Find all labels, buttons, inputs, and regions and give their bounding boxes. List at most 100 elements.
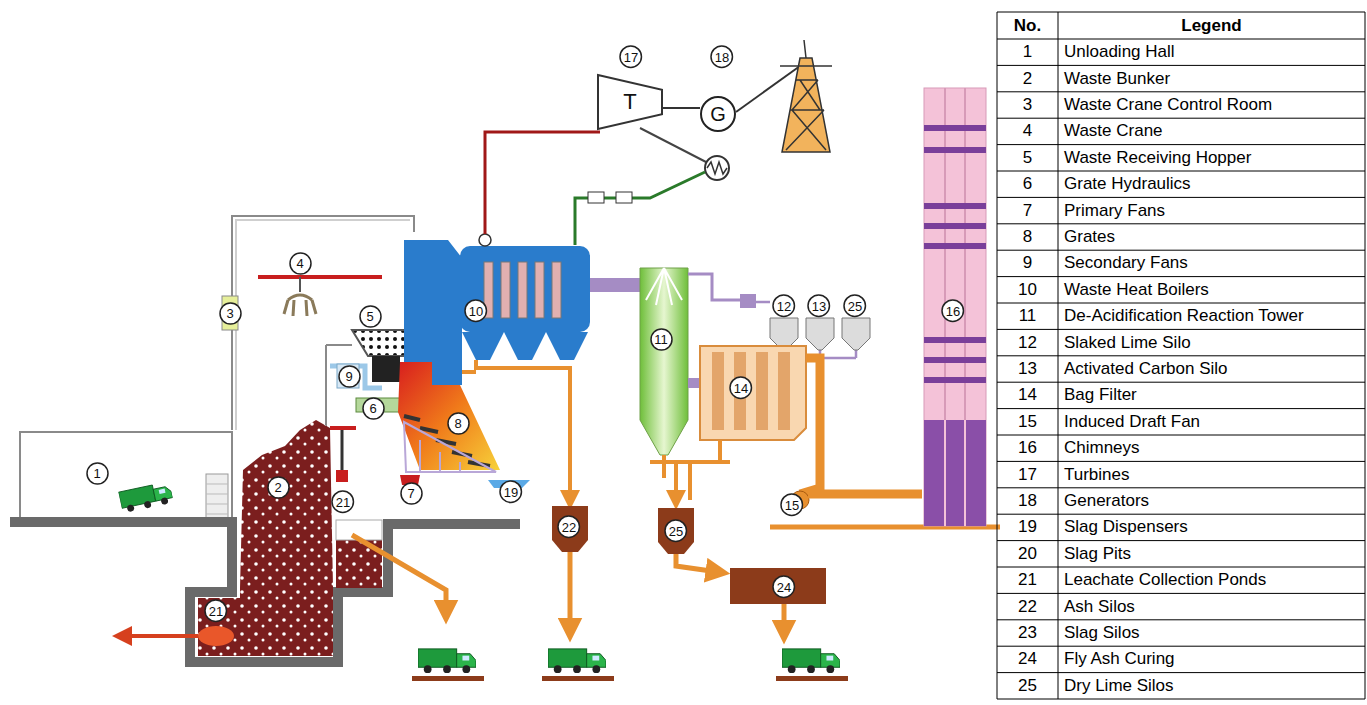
table-rule — [997, 250, 1365, 251]
table-text: Generators — [1059, 488, 1364, 514]
table-rule — [997, 197, 1365, 198]
callout-circle — [620, 46, 641, 67]
steam-cycle — [588, 192, 604, 203]
steam-cycle — [485, 132, 600, 234]
callout-number: 16 — [941, 299, 964, 322]
table-number: 17 — [998, 461, 1057, 487]
steam-cycle — [705, 156, 729, 180]
table-rule — [997, 171, 1365, 172]
callout-number: 8 — [447, 412, 470, 435]
generator-outline — [701, 97, 735, 131]
callout-circle — [465, 300, 486, 321]
flue-gas-treatment — [640, 268, 688, 455]
table-rule — [997, 435, 1365, 436]
table-number: 23 — [998, 620, 1057, 646]
ash-handling — [552, 506, 826, 632]
table-rule — [997, 144, 1365, 145]
turbine-outline — [598, 75, 662, 129]
hopper-and-furnace — [330, 330, 530, 612]
callout-circle — [87, 463, 108, 484]
table-number: 1 — [998, 39, 1057, 65]
node-text: G — [710, 104, 726, 124]
trucks — [776, 676, 848, 681]
waste-heat-boiler — [476, 360, 570, 500]
table-text: Grate Hydraulics — [1059, 171, 1364, 197]
node-text: 13 — [812, 300, 826, 313]
table-rule — [997, 65, 1365, 66]
chimney — [924, 420, 986, 526]
callout-number: 6 — [362, 397, 385, 420]
callout-number: 14 — [729, 376, 752, 399]
table-number: 25 — [998, 673, 1057, 699]
callout-number: 11 — [650, 328, 673, 351]
callout-circle — [942, 300, 963, 321]
node-text: 1 — [93, 467, 100, 480]
callout-circle — [205, 600, 226, 621]
table-text: Induced Draft Fan — [1059, 409, 1364, 435]
table-number: 13 — [998, 356, 1057, 382]
table-text: Bag Filter — [1059, 382, 1364, 408]
waste-heat-boiler — [501, 262, 510, 318]
hopper-and-furnace — [352, 535, 446, 612]
table-number: 21 — [998, 567, 1057, 593]
table-rule — [997, 91, 1365, 92]
callout-number: 25 — [664, 519, 687, 542]
table-text: Slag Silos — [1059, 620, 1364, 646]
node-text: 25 — [669, 525, 683, 538]
waste-crane — [258, 275, 382, 279]
node-text: 9 — [345, 370, 352, 383]
node-text: 11 — [654, 333, 668, 346]
chimney — [924, 88, 986, 526]
callout-circle — [401, 483, 422, 504]
ash-handling — [568, 552, 573, 630]
node-text: 21 — [209, 605, 223, 618]
table-text: Waste Crane Control Room — [1059, 92, 1364, 118]
node-text: 17 — [624, 51, 638, 64]
table-text: Unloading Hall — [1059, 39, 1364, 65]
table-text: Slaked Lime Silo — [1059, 329, 1364, 355]
callout-number: 1 — [86, 462, 109, 485]
table-rule — [997, 593, 1365, 594]
waste-crane — [299, 277, 301, 292]
table-rule — [997, 355, 1365, 356]
callout-circle — [711, 46, 732, 67]
table-number: 10 — [998, 277, 1057, 303]
node-text: 19 — [504, 486, 518, 499]
table-number: 22 — [998, 593, 1057, 619]
callout-circle — [500, 481, 521, 502]
table-text: Slag Pits — [1059, 541, 1364, 567]
table-rule — [997, 567, 1365, 568]
trucks — [412, 676, 484, 681]
node-text: 7 — [407, 487, 414, 500]
table-number: 18 — [998, 488, 1057, 514]
table-rule — [997, 514, 1365, 515]
ash-handling — [730, 568, 826, 604]
flue-gas-treatment — [842, 318, 870, 350]
node-text: 12 — [777, 300, 791, 313]
callout-circle — [651, 329, 672, 350]
node-text: 16 — [946, 305, 960, 318]
callout-number: 13 — [807, 294, 830, 317]
node-text: 24 — [777, 581, 791, 594]
callout-circle — [448, 413, 469, 434]
ground-and-bunker — [122, 634, 198, 638]
waste-heat-boiler — [518, 262, 527, 318]
table-rule — [997, 382, 1365, 383]
power-pylon — [782, 58, 830, 152]
ash-handling — [782, 604, 787, 632]
callout-circle — [268, 477, 289, 498]
node-text: 5 — [366, 310, 373, 323]
building — [206, 484, 228, 514]
generator-symbol: G — [700, 96, 736, 132]
node-text: T — [623, 91, 636, 113]
shaft-line — [663, 107, 700, 109]
table-number: 16 — [998, 435, 1057, 461]
waste-heat-boiler — [462, 332, 588, 360]
callout-number: 22 — [557, 515, 580, 538]
node-text: 3 — [226, 307, 233, 320]
table-text: Leachate Collection Ponds — [1059, 567, 1364, 593]
waste-heat-boiler — [535, 262, 544, 318]
table-number: 12 — [998, 329, 1057, 355]
waste-heat-boiler — [552, 262, 561, 318]
